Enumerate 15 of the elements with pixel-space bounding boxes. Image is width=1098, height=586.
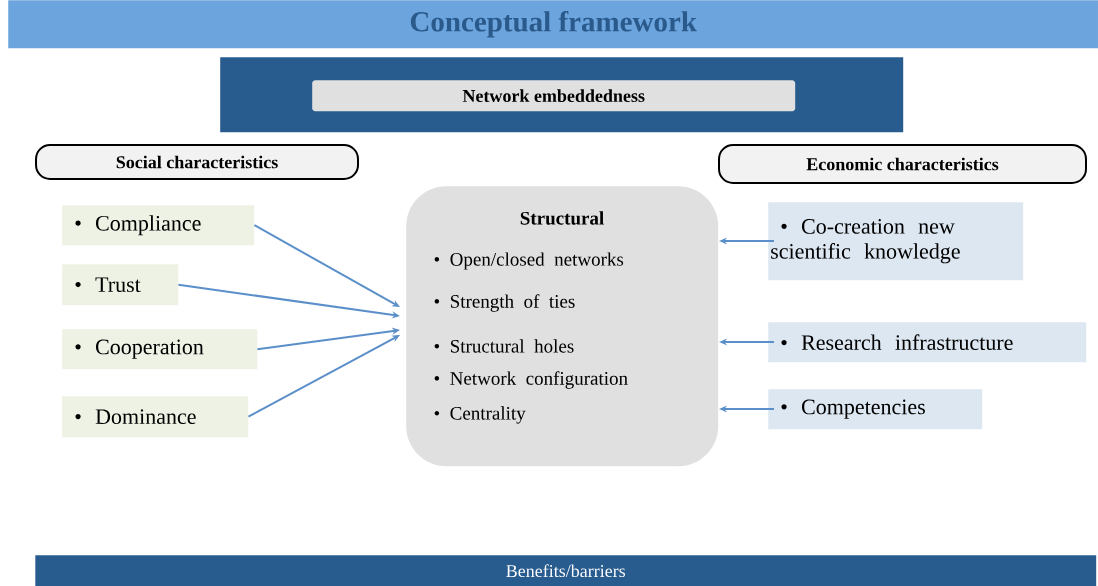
factor-box: • Trust: [62, 264, 179, 306]
arrow: [253, 224, 400, 307]
factor-box: • Research infrastructure: [768, 322, 1087, 363]
factor-box: • Co-creation new scientific knowledge: [768, 202, 1024, 281]
structural-box: Structural • Open/closed networks • Strength of ties • Structural holes • Network configuration • Centrality: [406, 186, 719, 467]
factor-box: • Dominance: [62, 396, 249, 438]
arrow: [247, 335, 400, 418]
factor-box: • Competencies: [768, 389, 983, 430]
footer-band: Benefits/barriers: [35, 555, 1097, 586]
factor-box: • Cooperation: [62, 329, 258, 370]
title-band: Conceptual framework: [8, 0, 1098, 49]
category-pill: Social characteristics: [35, 144, 359, 180]
factor-box: • Compliance: [62, 205, 255, 246]
label-box: Network embeddedness: [312, 80, 796, 112]
category-pill: Economic characteristics: [718, 144, 1087, 184]
